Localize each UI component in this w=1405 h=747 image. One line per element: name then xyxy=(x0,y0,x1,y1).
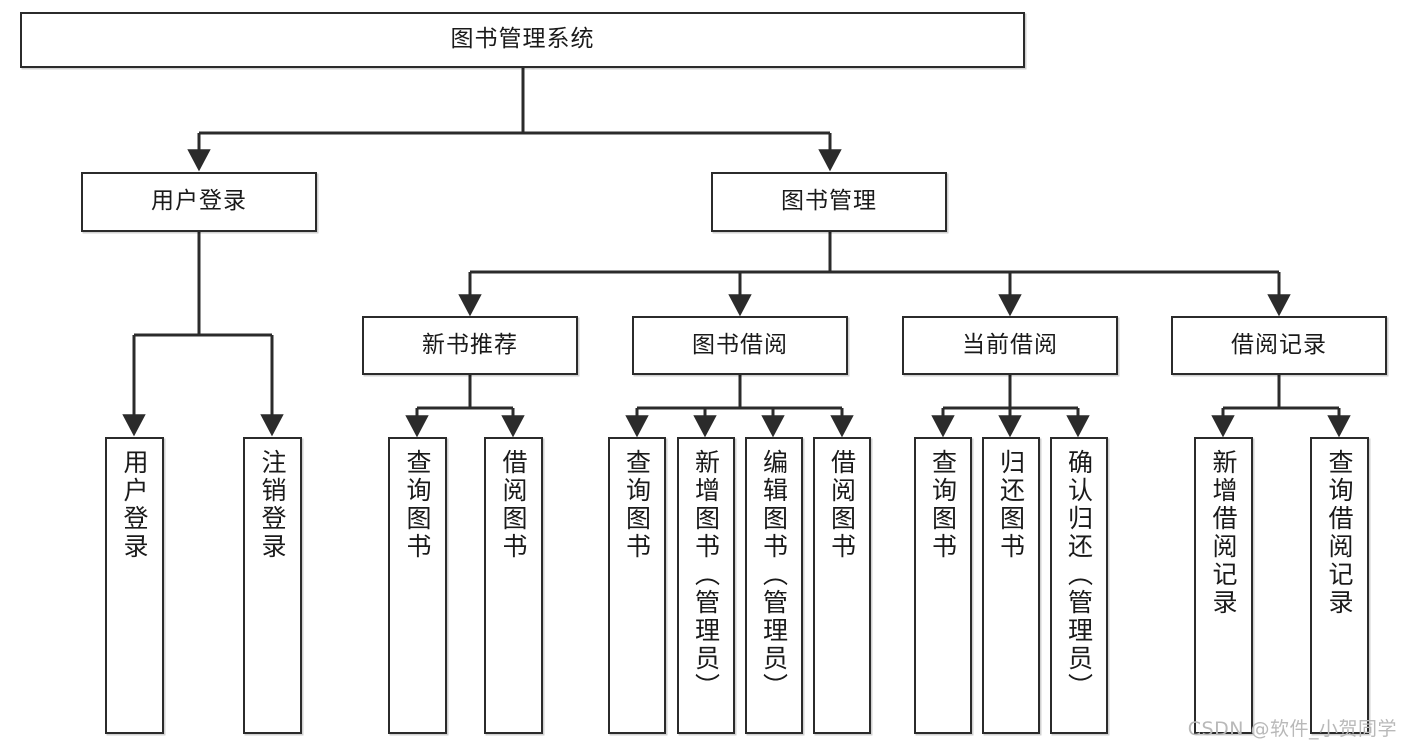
leaf-add-record-label: 新增借阅记录 xyxy=(1209,449,1238,617)
node-book-manage[interactable]: 图书管理 xyxy=(711,172,947,232)
node-user-login[interactable]: 用户登录 xyxy=(81,172,317,232)
leaf-logout[interactable]: 注销登录 xyxy=(243,437,302,734)
leaf-borrow-book-1[interactable]: 借阅图书 xyxy=(484,437,543,734)
node-book-borrow[interactable]: 图书借阅 xyxy=(632,316,848,375)
node-root[interactable]: 图书管理系统 xyxy=(20,12,1025,68)
leaf-add-book-label: 新增图书（管理员） xyxy=(691,449,721,701)
node-borrow-record-label: 借阅记录 xyxy=(1231,331,1327,358)
leaf-return-book-label: 归还图书 xyxy=(996,449,1026,561)
leaf-return-book[interactable]: 归还图书 xyxy=(982,437,1040,734)
leaf-borrow-book-2[interactable]: 借阅图书 xyxy=(813,437,871,734)
node-current-borrow[interactable]: 当前借阅 xyxy=(902,316,1118,375)
node-user-login-label: 用户登录 xyxy=(151,188,247,215)
leaf-query-record[interactable]: 查询借阅记录 xyxy=(1310,437,1369,734)
node-book-borrow-label: 图书借阅 xyxy=(692,331,788,358)
leaf-query-book-1-label: 查询图书 xyxy=(403,449,432,561)
leaf-confirm-return[interactable]: 确认归还（管理员） xyxy=(1050,437,1108,734)
leaf-query-book-2[interactable]: 查询图书 xyxy=(608,437,666,734)
leaf-edit-book[interactable]: 编辑图书（管理员） xyxy=(745,437,803,734)
node-book-manage-label: 图书管理 xyxy=(781,188,877,215)
node-current-borrow-label: 当前借阅 xyxy=(962,331,1058,358)
leaf-query-record-label: 查询借阅记录 xyxy=(1325,449,1354,617)
leaf-user-login[interactable]: 用户登录 xyxy=(105,437,164,734)
leaf-add-book[interactable]: 新增图书（管理员） xyxy=(677,437,735,734)
leaf-borrow-book-2-label: 借阅图书 xyxy=(827,449,857,561)
watermark-text: CSDN @软件_小贺同学 xyxy=(1187,718,1397,740)
leaf-confirm-return-label: 确认归还（管理员） xyxy=(1064,449,1094,701)
leaf-query-book-3-label: 查询图书 xyxy=(928,449,958,561)
leaf-borrow-book-1-label: 借阅图书 xyxy=(499,449,528,561)
leaf-add-record[interactable]: 新增借阅记录 xyxy=(1194,437,1253,734)
leaf-query-book-2-label: 查询图书 xyxy=(622,449,652,561)
node-new-book-rec[interactable]: 新书推荐 xyxy=(362,316,578,375)
node-new-book-rec-label: 新书推荐 xyxy=(422,331,518,358)
leaf-edit-book-label: 编辑图书（管理员） xyxy=(759,449,789,701)
node-root-label: 图书管理系统 xyxy=(450,26,595,53)
leaf-query-book-1[interactable]: 查询图书 xyxy=(388,437,447,734)
leaf-user-login-label: 用户登录 xyxy=(120,449,149,561)
leaf-query-book-3[interactable]: 查询图书 xyxy=(914,437,972,734)
leaf-logout-label: 注销登录 xyxy=(258,449,287,561)
node-borrow-record[interactable]: 借阅记录 xyxy=(1171,316,1387,375)
